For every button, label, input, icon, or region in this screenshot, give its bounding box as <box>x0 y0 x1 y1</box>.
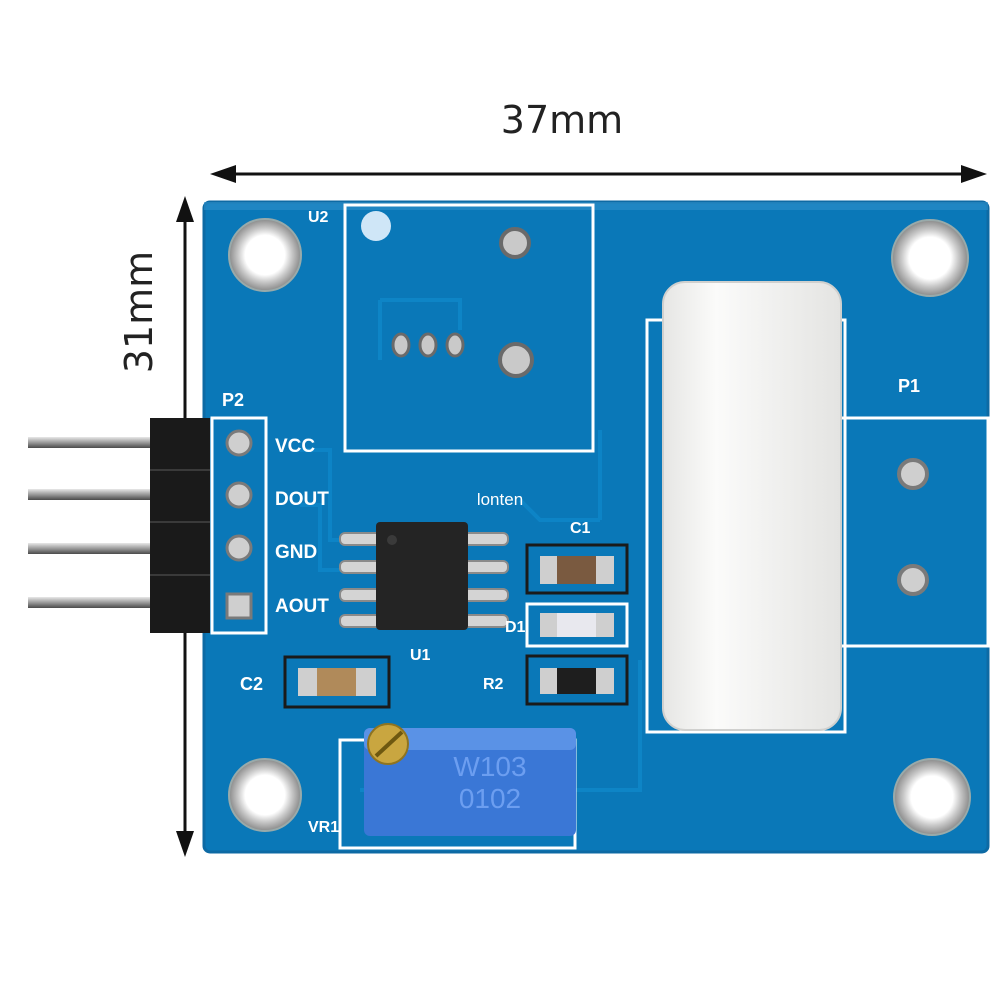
relay-body <box>662 281 842 731</box>
d1-label: D1 <box>505 619 526 636</box>
pin-label-vcc: VCC <box>275 436 315 457</box>
p2-pads <box>225 429 253 620</box>
trimmer-marking-2: 0102 <box>459 783 521 814</box>
p1-label: P1 <box>898 376 920 396</box>
mounting-holes <box>228 218 971 836</box>
r2-label: R2 <box>483 676 504 693</box>
p2-footprint <box>210 416 268 635</box>
c1-footprint <box>525 543 629 595</box>
u2-label: U2 <box>308 209 329 226</box>
d1-component <box>540 613 614 637</box>
pin-label-dout: DOUT <box>275 489 329 510</box>
header-housing <box>150 418 210 633</box>
vr1-label: VR1 <box>308 819 339 836</box>
u2-footprint <box>343 203 595 453</box>
u2-pads <box>391 332 465 358</box>
c2-footprint <box>283 655 391 709</box>
c2-label: C2 <box>240 674 263 694</box>
width-dimension-label: 37mm <box>501 98 623 142</box>
watermark: lonten <box>477 490 523 509</box>
r2-component <box>540 668 614 694</box>
u1-label: U1 <box>410 647 431 664</box>
width-dimension-arrow <box>210 165 987 183</box>
c2-component <box>298 668 376 696</box>
c1-label: C1 <box>570 520 591 537</box>
c1-component <box>540 556 614 584</box>
d1-footprint <box>525 602 629 648</box>
pin-label-aout: AOUT <box>275 596 329 617</box>
header-pins <box>28 437 164 608</box>
r2-footprint <box>525 654 629 706</box>
pin-label-gnd: GND <box>275 542 317 563</box>
p2-label: P2 <box>222 390 244 410</box>
u1-chip <box>339 522 509 630</box>
vr1-trimmer: W103 0102 <box>364 723 576 836</box>
trimmer-marking-1: W103 <box>453 751 526 782</box>
height-dimension-label: 31mm <box>117 251 161 373</box>
